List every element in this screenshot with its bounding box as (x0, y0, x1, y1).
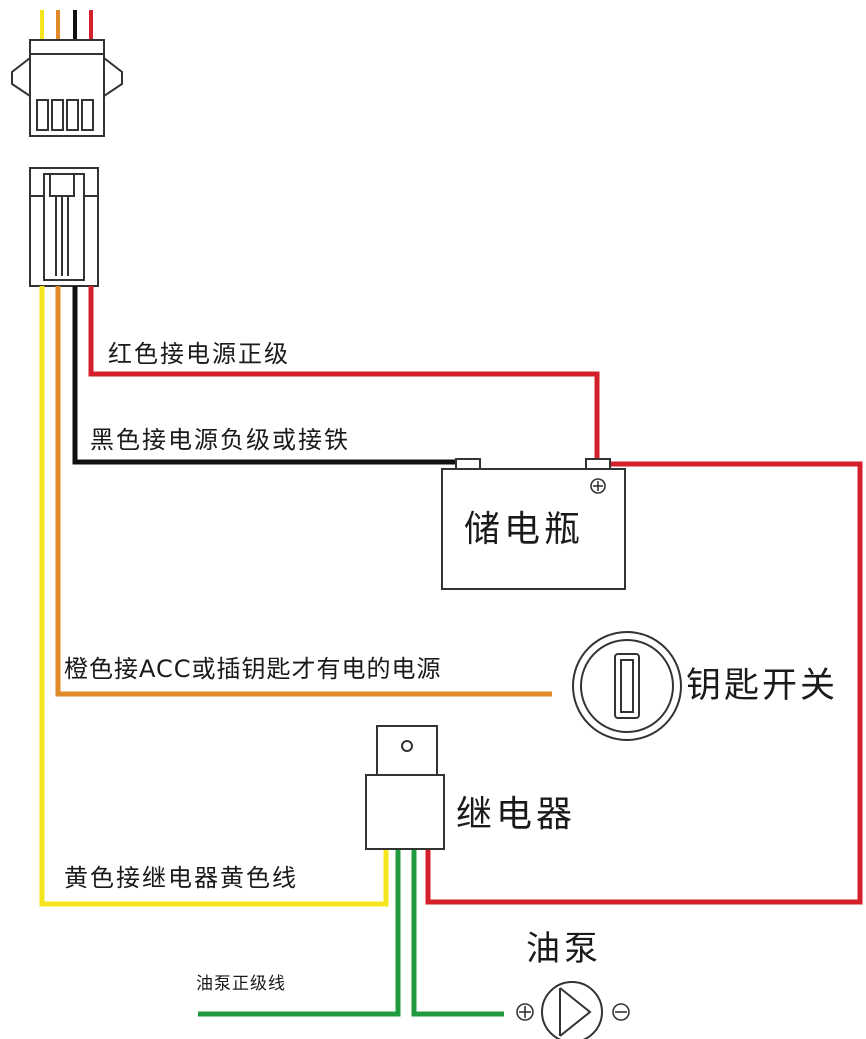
top-wire-stubs (40, 10, 93, 42)
battery-positive-icon (590, 478, 606, 494)
battery-label: 储电瓶 (464, 509, 585, 550)
orange-wire (55, 286, 552, 697)
key-switch-label: 钥匙开关 (686, 666, 839, 706)
red-wire (88, 286, 600, 464)
pump-positive-icon (516, 1003, 534, 1021)
yellow-wire (39, 286, 389, 907)
fuel-pump-label: 油泵 (526, 929, 602, 969)
relay-label: 继电器 (456, 794, 577, 835)
fuel-pump-icon (541, 981, 603, 1039)
orange-wire-label: 橙色接ACC或插钥匙才有电的电源 (64, 655, 442, 683)
red-wire-label: 红色接电源正级 (108, 340, 290, 368)
lower-connector (29, 167, 99, 287)
black-wire-label: 黑色接电源负级或接铁 (90, 426, 350, 454)
black-wire (72, 286, 456, 465)
pump-negative-icon (612, 1003, 630, 1021)
yellow-wire-label: 黄色接继电器黄色线 (64, 864, 298, 892)
red-wire-to-relay (425, 461, 863, 905)
relay (365, 725, 445, 850)
upper-connector (11, 39, 123, 137)
green-wire-pump-feed (198, 848, 401, 1017)
green-wire-label: 油泵正级线 (196, 974, 286, 994)
key-switch-icon (572, 631, 682, 741)
green-wire-pump-out (411, 848, 504, 1017)
battery (441, 458, 626, 590)
